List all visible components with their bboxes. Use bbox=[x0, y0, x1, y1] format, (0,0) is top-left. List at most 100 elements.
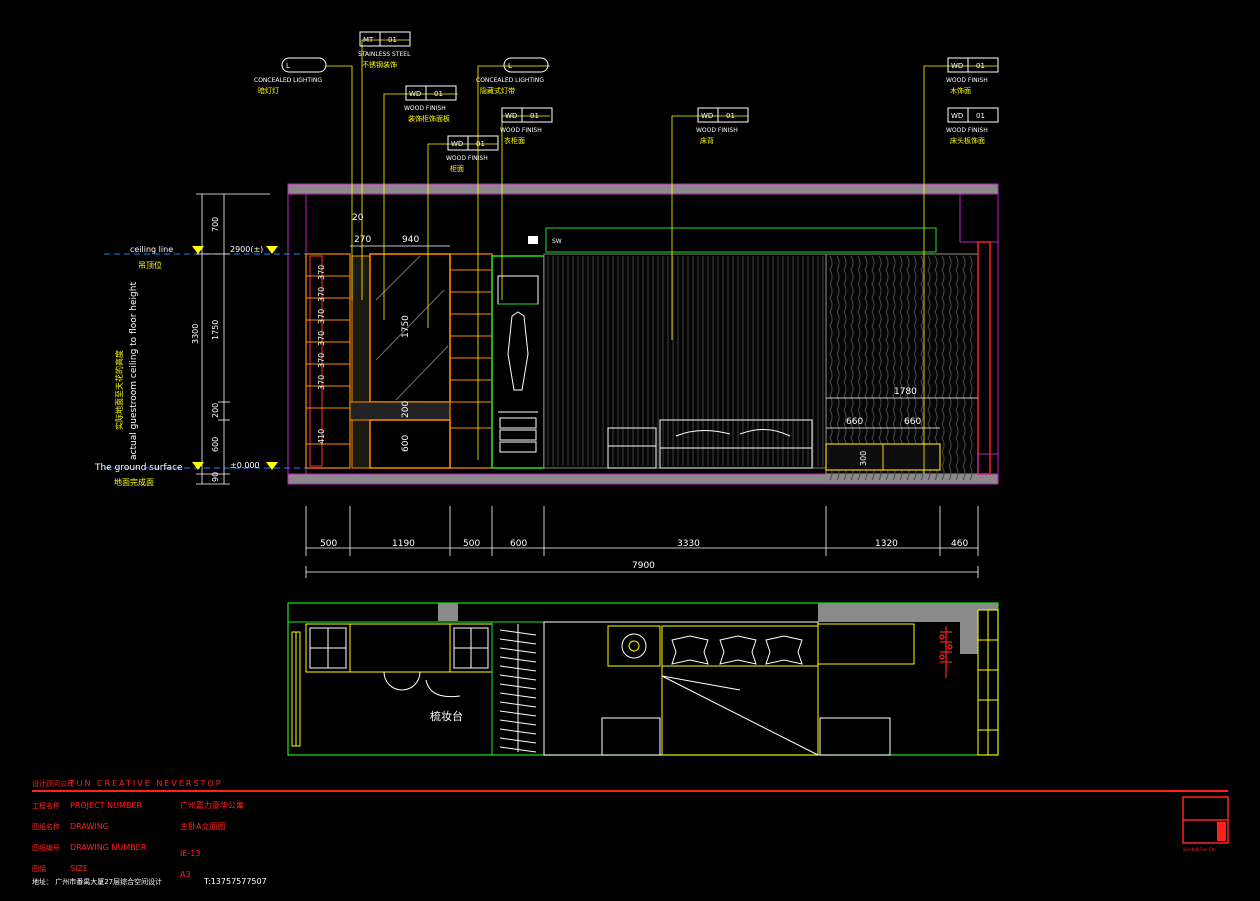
tag-code: WD bbox=[451, 140, 463, 148]
tag-number: 01 bbox=[976, 112, 985, 120]
leader-lines bbox=[326, 39, 998, 474]
tag-label-cn: 木饰面 bbox=[950, 86, 971, 95]
titleblock-label-cn: 工程名称 bbox=[32, 801, 60, 810]
tag-label-en: STAINLESS STEEL bbox=[358, 51, 411, 58]
bottom-dim: 500 bbox=[320, 539, 337, 549]
bottom-dim: 1320 bbox=[875, 539, 898, 549]
tag-label-en: WOOD FINISH bbox=[946, 127, 988, 134]
titleblock-label-en: DRAWING NUMBER bbox=[70, 843, 147, 852]
ceiling-slab bbox=[287, 183, 999, 195]
bottom-dim: 3330 bbox=[677, 539, 700, 549]
plan-view: 梳妆台 bbox=[287, 602, 999, 756]
ceiling-label-cn: 吊顶位 bbox=[138, 260, 162, 270]
tag-number: 01 bbox=[434, 90, 443, 98]
tag-label-cn: 柜面 bbox=[450, 164, 464, 173]
cabinet-dim: 370 bbox=[317, 375, 326, 390]
tag-label-cn: 暗灯灯 bbox=[258, 86, 279, 95]
cabinet-dim: 370 bbox=[317, 287, 326, 302]
level-annotations: ceiling line 吊顶位 2900(±) The ground surf… bbox=[94, 245, 278, 487]
titleblock-value: 广州嘉力豪华公寓 bbox=[180, 800, 244, 810]
dim-1780: 1780 bbox=[894, 387, 917, 397]
vertical-label-cn: 实际地面至天花的高度 bbox=[114, 350, 124, 430]
tag-label-en: WOOD FINISH bbox=[446, 155, 488, 162]
titleblock-label-cn: 图纸名称 bbox=[32, 822, 60, 831]
left-shelf-cabinet bbox=[305, 253, 351, 469]
tag-label-cn: 装饰柜饰面板 bbox=[408, 114, 450, 123]
tag-number: 01 bbox=[976, 62, 985, 70]
dim-200: 200 bbox=[211, 403, 220, 418]
ground-level-value: ±0.000 bbox=[230, 461, 260, 470]
cabinet-dim: 370 bbox=[317, 331, 326, 346]
tag-label-en: CONCEALED LIGHTING bbox=[254, 77, 322, 84]
bench-dimensions: 1780 660 660 300 bbox=[826, 387, 978, 466]
dim-300: 300 bbox=[859, 451, 868, 466]
company-en: FUN CREATIVE NEVERSTOP bbox=[70, 779, 223, 788]
title-block: 设计顾问公司 FUN CREATIVE NEVERSTOP 工程名称 PROJEC… bbox=[32, 779, 1229, 886]
logo-text: 设计有限 Fun Ctn bbox=[1183, 846, 1216, 852]
total-dimension: 7900 bbox=[305, 561, 979, 578]
tag-code: L bbox=[286, 62, 290, 70]
slat-wall bbox=[543, 253, 827, 469]
projector-icon bbox=[528, 236, 538, 244]
tag-code: WD bbox=[951, 62, 963, 70]
tag-label-en: WOOD FINISH bbox=[500, 127, 542, 134]
tag-label-cn: 床头板饰面 bbox=[950, 136, 985, 145]
titleblock-value: 主卧A立面图 bbox=[180, 821, 225, 831]
cabinet-dim: 370 bbox=[317, 353, 326, 368]
elevation-view: SW bbox=[104, 183, 999, 485]
dim-700: 700 bbox=[211, 217, 220, 232]
tag-number: 01 bbox=[388, 36, 397, 44]
titleblock-label-cn: 图纸编号 bbox=[32, 843, 60, 852]
address: 地址： 广州市番禺大厦27层综合空间设计 bbox=[32, 877, 162, 886]
vanity-dimensions: 20 270 940 1750 200 600 bbox=[352, 213, 419, 452]
dim-20: 20 bbox=[352, 213, 364, 223]
ceiling-level-value: 2900(±) bbox=[230, 245, 263, 254]
nightstand bbox=[607, 427, 657, 469]
titleblock-label-en: PROJECT NUMBER bbox=[70, 801, 142, 810]
tag-code: WD bbox=[951, 112, 963, 120]
left-dimensions bbox=[196, 193, 270, 485]
dim-1750-inner: 1750 bbox=[401, 315, 411, 338]
light-cove bbox=[545, 227, 937, 253]
tag-label-en: WOOD FINISH bbox=[946, 77, 988, 84]
titleblock-label-cn: 图幅 bbox=[32, 864, 46, 873]
tag-number: 01 bbox=[726, 112, 735, 120]
tag-number: 01 bbox=[530, 112, 539, 120]
plan-vanity-label: 梳妆台 bbox=[430, 709, 463, 723]
phone: T:13757577507 bbox=[203, 877, 267, 886]
tag-label-cn: 隐藏式灯带 bbox=[480, 86, 515, 95]
tag-code: WD bbox=[409, 90, 421, 98]
dim-600: 600 bbox=[211, 437, 220, 452]
dim-7900: 7900 bbox=[632, 561, 655, 571]
titleblock-value: IE-13 bbox=[180, 849, 200, 858]
svg-text:SW: SW bbox=[552, 238, 562, 245]
dim-200-inner: 200 bbox=[401, 401, 411, 418]
tag-code: WD bbox=[505, 112, 517, 120]
tag-label-cn: 衣柜面 bbox=[504, 136, 525, 145]
dim-90: 90 bbox=[211, 472, 220, 482]
dim-600-inner: 600 bbox=[401, 435, 411, 452]
company-cn: 设计顾问公司 bbox=[32, 779, 74, 788]
ground-label-cn: 地面完成面 bbox=[114, 477, 154, 487]
tag-label-en: WOOD FINISH bbox=[404, 105, 446, 112]
dim-660-a: 660 bbox=[846, 417, 863, 427]
bottom-dim: 1190 bbox=[392, 539, 415, 549]
cabinet-dim: 410 bbox=[317, 429, 326, 444]
wood-panel bbox=[825, 253, 979, 481]
tag-label-cn: 不锈钢装饰 bbox=[362, 60, 397, 69]
tag-label-en: WOOD FINISH bbox=[696, 127, 738, 134]
tag-code: L bbox=[508, 62, 512, 70]
vertical-label-en: actual guestroom ceiling to floor height bbox=[129, 282, 139, 460]
